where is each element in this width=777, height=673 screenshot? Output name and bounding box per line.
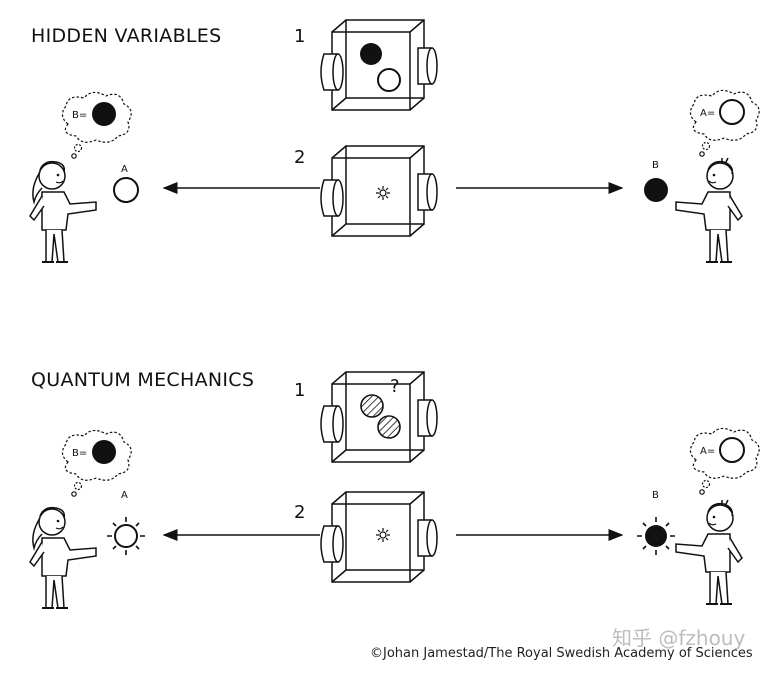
thought-black-ball-icon <box>92 440 116 464</box>
left-ball-label: A <box>121 164 128 175</box>
step-1-label: 1 <box>294 26 305 47</box>
girl-figure <box>29 160 97 263</box>
right-thought-text: A= <box>700 108 715 119</box>
undetermined-ball-icon <box>360 394 384 418</box>
left-glowing-ball-icon <box>106 516 146 556</box>
left-thought-cloud: B= <box>61 91 132 159</box>
box-source-icon <box>320 145 438 237</box>
thought-black-ball-icon <box>92 102 116 126</box>
left-thought-text: B= <box>72 110 87 121</box>
step-2-label: 2 <box>294 147 305 168</box>
boy-figure <box>675 499 743 605</box>
box-before-icon: ? <box>320 371 438 463</box>
box-source-icon <box>320 491 438 583</box>
right-glowing-ball-icon <box>636 516 676 556</box>
box-before-icon <box>320 19 438 111</box>
left-thought-cloud: B= <box>61 429 132 497</box>
watermark-text: 知乎 @fzhouy <box>612 626 746 650</box>
section-quantum-mechanics: QUANTUM MECHANICS 1 2 ? B= A <box>29 369 760 609</box>
source-spark-icon <box>375 185 391 201</box>
right-thought-cloud: A= <box>689 427 760 495</box>
right-ball-label: B <box>652 490 659 501</box>
thought-white-ball-icon <box>719 437 745 463</box>
step-1-label: 1 <box>294 380 305 401</box>
credit-text: ©Johan Jamestad/The Royal Swedish Academ… <box>370 646 753 661</box>
left-white-ball-icon <box>113 177 139 203</box>
girl-figure <box>29 506 97 609</box>
right-black-ball-icon <box>644 178 668 202</box>
thought-white-ball-icon <box>719 99 745 125</box>
step-2-label: 2 <box>294 502 305 523</box>
black-ball-icon <box>360 43 382 65</box>
right-thought-cloud: A= <box>689 89 760 157</box>
left-thought-text: B= <box>72 448 87 459</box>
section-hidden-variables: HIDDEN VARIABLES 1 2 B= A <box>29 19 760 263</box>
question-mark: ? <box>390 376 400 397</box>
quantum-mechanics-title: QUANTUM MECHANICS <box>31 369 254 391</box>
white-ball-icon <box>377 68 401 92</box>
hidden-variables-title: HIDDEN VARIABLES <box>31 25 221 47</box>
right-thought-text: A= <box>700 446 715 457</box>
undetermined-ball-icon <box>377 415 401 439</box>
boy-figure <box>675 157 743 263</box>
source-spark-icon <box>375 527 391 543</box>
right-ball-label: B <box>652 160 659 171</box>
left-ball-label: A <box>121 490 128 501</box>
